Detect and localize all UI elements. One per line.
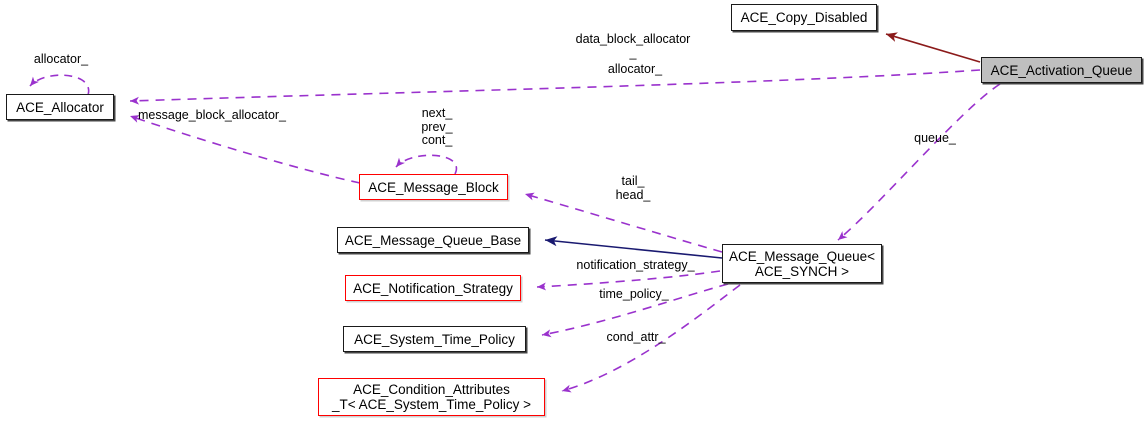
edge-message-queue-inherits-base [544,236,723,259]
edge-message-queue-uses-system-time-policy [541,283,729,338]
class-node-ace-message-queue-base[interactable]: ACE_Message_Queue_Base [337,227,529,253]
edge-label-tail-head: tail_ head_ [615,174,651,202]
class-node-label: ACE_Allocator [16,99,104,115]
class-node-ace-notification-strategy[interactable]: ACE_Notification_Strategy [345,275,521,301]
edge-label-next-prev-cont: next_ prev_ cont_ [421,106,453,147]
class-node-ace-activation-queue[interactable]: ACE_Activation_Queue [981,57,1142,83]
edge-message-block-uses-allocator [129,115,361,184]
class-node-ace-message-block[interactable]: ACE_Message_Block [359,174,508,200]
edge-label-notification-strategy: notification_strategy_ [576,258,695,272]
edge-label-allocator-aq: allocator_ [607,62,663,76]
edge-activation-queue-uses-allocator-data-block [129,69,981,105]
class-node-label: ACE_Message_Queue< ACE_SYNCH > [729,248,875,279]
edge-allocator-self-loop [29,74,90,96]
class-node-label: ACE_Notification_Strategy [353,280,513,296]
edge-activation-queue-inherits-copy-disabled [885,32,981,63]
class-node-label: ACE_Copy_Disabled [740,10,868,25]
class-node-ace-condition-attributes[interactable]: ACE_Condition_Attributes _T< ACE_System_… [318,378,545,416]
class-node-label: ACE_System_Time_Policy [354,331,515,347]
class-node-ace-copy-disabled[interactable]: ACE_Copy_Disabled [731,4,877,31]
class-node-ace-message-queue-sync[interactable]: ACE_Message_Queue< ACE_SYNCH > [722,244,882,283]
edge-message-queue-used-by-activation-queue [837,83,1001,241]
edge-label-cond-attr: cond_attr_ [606,330,666,344]
edge-message-queue-uses-notification-strategy [536,270,721,291]
edge-label-allocator-self: allocator_ [33,52,89,66]
edge-label-message-block-alloc: message_block_allocator_ [138,108,287,122]
edge-message-queue-uses-condition-attributes [561,284,741,393]
class-node-label: ACE_Message_Queue_Base [344,232,522,248]
edge-label-data-block-allocator: data_block_allocator _ [575,32,691,60]
edge-label-time-policy: time_policy_ [599,287,669,301]
edge-label-queue: queue_ [914,131,956,145]
edge-message-queue-uses-message-block [524,192,723,253]
class-node-ace-allocator[interactable]: ACE_Allocator [6,94,114,120]
class-node-ace-system-time-policy[interactable]: ACE_System_Time_Policy [343,326,526,352]
edge-message-block-self-loop [395,154,458,175]
class-node-label: ACE_Condition_Attributes _T< ACE_System_… [331,382,532,412]
class-node-label: ACE_Message_Block [368,179,499,195]
class-node-label: ACE_Activation_Queue [990,62,1133,78]
